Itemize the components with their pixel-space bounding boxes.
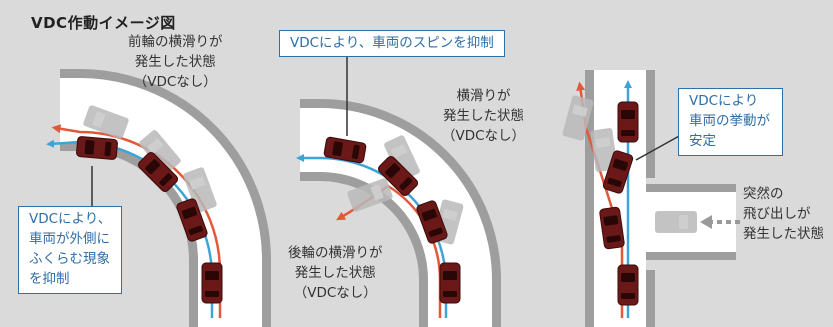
- panel3-label: 突然の 飛び出しが 発生した状態: [743, 186, 824, 242]
- diagram-title: VDC作動イメージ図: [31, 14, 176, 32]
- panel1-label: 前輪の横滑りが 発生した状態 （VDCなし）: [128, 34, 223, 90]
- orange-path-1: [51, 124, 222, 318]
- panel2-label-top: 横滑りが 発生した状態 （VDCなし）: [442, 88, 526, 144]
- panel3-callout: VDCにより 車両の挙動が 安定: [678, 88, 783, 156]
- panel1-callout: VDCにより、 車両が外側に ふくらむ現象 を抑制: [18, 206, 123, 294]
- dashed-arrow-3: [700, 215, 740, 229]
- panel2-label-bottom: 後輪の横滑りが 発生した状態 （VDCなし）: [288, 245, 383, 301]
- panel2-callout: VDCにより、車両のスピンを抑制: [279, 30, 505, 57]
